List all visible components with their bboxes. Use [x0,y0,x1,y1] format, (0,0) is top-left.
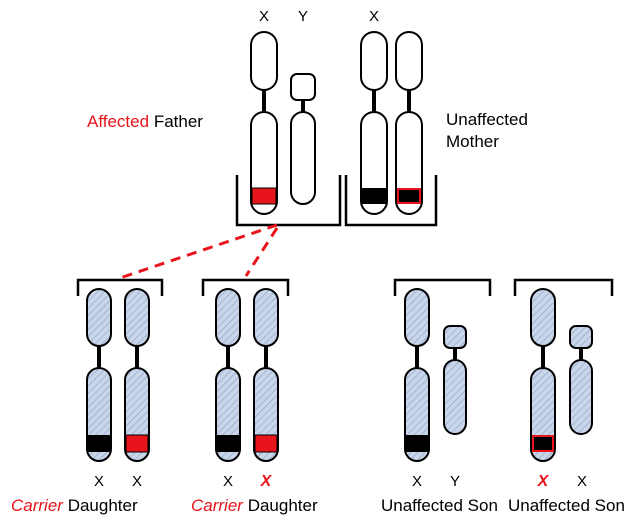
child4-chr1-label: X [537,473,549,490]
child2-cell-bracket [201,278,290,296]
child3-status: Unaffected [381,496,463,515]
child1-chr2-label: X [131,473,142,490]
father-x-affected-marker [251,187,277,205]
mother-x1-chromosome-icon [360,31,388,215]
child2-x2-chromosome-icon [253,288,279,462]
child3-label: Unaffected Son [381,496,498,516]
child4-role: Son [594,496,625,515]
child2-role: Daughter [247,496,318,515]
child2-label: Carrier Daughter [191,496,318,516]
inheritance-arrow-to-daughter-1 [119,223,278,280]
child1-chr1-label: X [93,473,104,490]
mother-status: Unaffected [446,110,528,129]
mother-x1-normal-marker [362,188,386,204]
child3-y-chromosome-icon [443,325,467,435]
child2-status: Carrier [191,496,243,515]
child4-y-chromosome-icon [569,325,593,435]
father-role: Father [153,112,203,131]
father-y-label: Y [297,8,308,25]
child4-status: Unaffected [508,496,590,515]
child1-x1-chromosome-icon [86,288,112,462]
child4-cell-bracket [513,278,614,296]
child1-status: Carrier [11,496,63,515]
child3-role: Son [467,496,498,515]
mother-x-label: X [368,8,379,25]
child3-x-chromosome-icon [404,288,430,462]
father-status: Affected [87,112,150,131]
mother-x2-normal-marker [397,188,421,204]
father-x-chromosome-icon [250,31,278,215]
father-cell-bracket [235,175,342,227]
inheritance-arrow-to-daughter-2 [244,227,279,277]
child2-chr1-label: X [222,473,233,490]
child3-chr2-label: Y [449,473,460,490]
mother-x2-chromosome-icon [395,31,423,215]
father-x-label: X [258,8,269,25]
child4-label: Unaffected Son [508,496,625,516]
child1-cell-bracket [76,278,164,296]
child4-chr2-label: X [576,473,587,490]
child3-chr1-label: X [411,473,422,490]
child1-role: Daughter [67,496,138,515]
child1-label: Carrier Daughter [11,496,138,516]
child3-cell-bracket [393,278,492,296]
mother-cell-bracket [344,175,438,227]
child2-chr2-label: X [260,473,272,490]
mother-role: Mother [446,132,499,151]
child1-x2-chromosome-icon [124,288,150,462]
child2-x1-chromosome-icon [215,288,241,462]
father-y-chromosome-icon [290,73,316,205]
child4-x-chromosome-icon [530,288,556,462]
father-label: Affected Father [87,112,203,132]
